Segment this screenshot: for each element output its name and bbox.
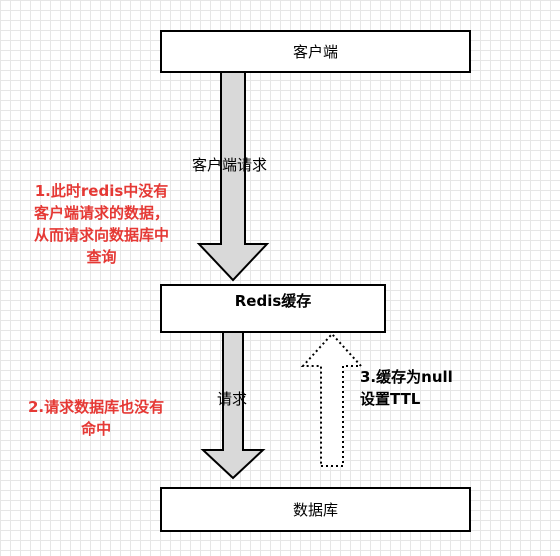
database-node: 数据库 bbox=[160, 487, 471, 532]
note-1: 1.此时redis中没有 客户端请求的数据， 从而请求向数据库中 查询 bbox=[34, 180, 169, 268]
request-label: 请求 bbox=[217, 390, 248, 408]
note-3-line-1: 3.缓存为null bbox=[360, 368, 453, 386]
arrow-client-to-redis bbox=[196, 69, 270, 282]
note-2: 2.请求数据库也没有 命中 bbox=[28, 396, 164, 440]
arrow-set-null-ttl bbox=[300, 332, 364, 467]
note-3-line-2: 设置TTL bbox=[360, 390, 421, 408]
note-1-line-1: 1.此时redis中没有 bbox=[34, 182, 169, 200]
client-node: 客户端 bbox=[160, 30, 471, 73]
database-node-label: 数据库 bbox=[292, 501, 338, 519]
client-node-label: 客户端 bbox=[292, 43, 338, 61]
arrow-redis-to-database bbox=[200, 331, 266, 480]
redis-cache-node-label: Redis缓存 bbox=[234, 292, 312, 310]
note-1-line-4: 查询 bbox=[86, 248, 117, 266]
note-1-line-3: 从而请求向数据库中 bbox=[34, 226, 170, 244]
client-request-label: 客户端请求 bbox=[192, 156, 268, 174]
note-3: 3.缓存为null 设置TTL bbox=[360, 366, 453, 410]
redis-cache-node: Redis缓存 bbox=[160, 284, 386, 333]
note-2-line-2: 命中 bbox=[81, 420, 112, 438]
note-1-line-2: 客户端请求的数据， bbox=[34, 204, 170, 222]
note-2-line-1: 2.请求数据库也没有 bbox=[28, 398, 165, 416]
